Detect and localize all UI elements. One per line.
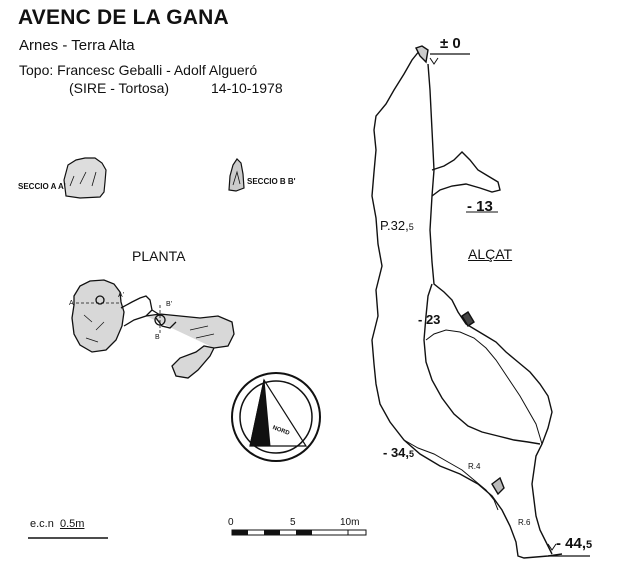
plan-mark-a-prime: A': [118, 292, 125, 299]
section-b-sketch: [228, 158, 245, 192]
survey-date: 14-10-1978: [211, 80, 283, 96]
depth-34-text: - 34,: [383, 445, 410, 460]
scale-tick-10: 10m: [340, 517, 360, 528]
pitch-subscript: 5: [408, 222, 414, 232]
plan-mark-b: B: [155, 334, 160, 341]
plan-title: PLANTA: [132, 248, 186, 264]
ecn-scale-label: e.c.n 0.5m: [30, 518, 84, 530]
depth-13-label: - 13: [467, 198, 493, 215]
plan-mark-b-prime: B': [166, 301, 173, 308]
scale-tick-0: 0: [228, 517, 234, 528]
page-title: AVENC DE LA GANA: [18, 6, 229, 29]
elevation-sketch: [371, 45, 590, 559]
ecn-value: 0.5m: [59, 518, 85, 530]
rope-r4-label: R.4: [468, 462, 481, 471]
scale-tick-5: 5: [290, 517, 296, 528]
location-text: Arnes - Terra Alta: [19, 37, 135, 54]
section-a-sketch: [63, 157, 107, 199]
depth-34-subscript: 5: [409, 449, 415, 459]
elevation-title: ALÇAT: [468, 246, 513, 262]
plan-view-sketch: [71, 279, 235, 379]
depth-44-label: - 44,5: [556, 535, 592, 552]
bar-scale: [231, 529, 367, 536]
depth-44-text: - 44,: [556, 535, 587, 552]
rope-r6-label: R.6: [518, 518, 531, 527]
topo-credits: Topo: Francesc Geballi - Adolf Algueró: [19, 62, 258, 78]
club-text: (SIRE - Tortosa): [69, 80, 170, 96]
pitch-text: P.32,: [380, 218, 409, 233]
pitch-label: P.32,5: [380, 218, 414, 233]
compass-rose: [231, 372, 321, 462]
depth-top-label: ± 0: [440, 35, 461, 52]
section-a-label: SECCIO A A': [18, 182, 66, 191]
depth-23-label: - 23: [418, 312, 441, 327]
depth-34-label: - 34,5: [383, 445, 414, 460]
ecn-prefix: e.c.n: [30, 518, 54, 530]
section-b-label: SECCIO B B': [247, 177, 296, 186]
depth-44-subscript: 5: [586, 539, 593, 551]
plan-mark-a: A: [69, 300, 74, 307]
